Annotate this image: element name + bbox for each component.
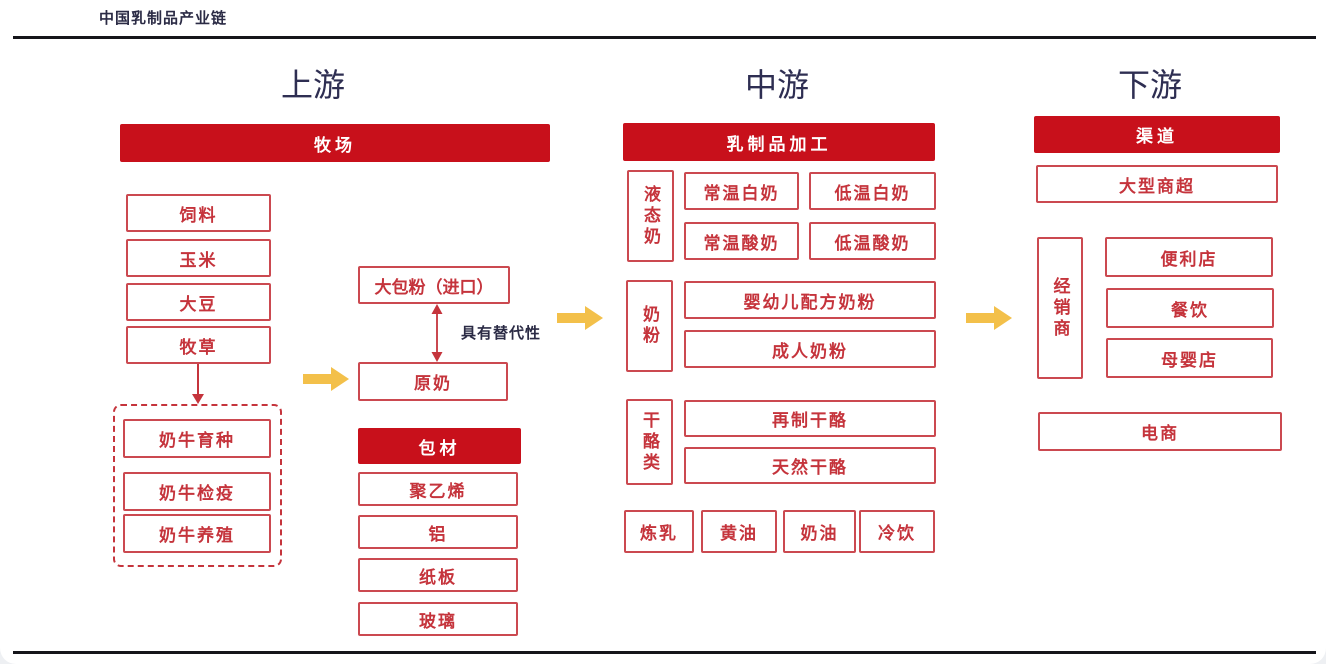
cattle-dashed-group bbox=[113, 404, 282, 567]
cattle-breeding-box: 奶牛育种 bbox=[123, 419, 271, 458]
glass-box: 玻璃 bbox=[358, 602, 518, 636]
condensed-milk-box: 炼乳 bbox=[624, 510, 694, 553]
cheese-category-box: 干酪类 bbox=[626, 399, 673, 485]
liquid-milk-category-label: 液态奶 bbox=[640, 184, 660, 248]
packaging-banner: 包材 bbox=[358, 428, 521, 464]
flow-arrow-icon bbox=[303, 367, 349, 391]
aluminum-box: 铝 bbox=[358, 515, 518, 549]
midstream-heading: 中游 bbox=[744, 66, 809, 104]
flow-arrow-icon bbox=[557, 306, 603, 330]
processing-banner: 乳制品加工 bbox=[623, 123, 935, 161]
convenience-store-box: 便利店 bbox=[1105, 237, 1273, 277]
downstream-heading: 下游 bbox=[1117, 66, 1182, 104]
distributor-category-label: 经销商 bbox=[1049, 276, 1070, 340]
farm-banner: 牧场 bbox=[120, 124, 550, 162]
bulk-powder-box: 大包粉（进口） bbox=[358, 266, 510, 304]
distributor-category-box: 经销商 bbox=[1037, 237, 1083, 379]
corn-box: 玉米 bbox=[126, 239, 271, 277]
catering-box: 餐饮 bbox=[1106, 288, 1274, 328]
double-arrow-icon bbox=[431, 304, 443, 362]
chilled-white-milk-box: 低温白奶 bbox=[809, 172, 936, 210]
page-title: 中国乳制品产业链 bbox=[99, 9, 228, 27]
liquid-milk-category-box: 液态奶 bbox=[627, 170, 674, 262]
processed-cheese-box: 再制干酪 bbox=[684, 400, 936, 437]
cattle-farming-box: 奶牛养殖 bbox=[123, 514, 271, 553]
cattle-quarantine-box: 奶牛检疫 bbox=[123, 472, 271, 511]
butter-box: 黄油 bbox=[701, 510, 777, 553]
infant-formula-box: 婴幼儿配方奶粉 bbox=[684, 281, 936, 319]
milk-powder-category-box: 奶粉 bbox=[626, 280, 673, 372]
ambient-yogurt-box: 常温酸奶 bbox=[684, 222, 799, 260]
feed-box: 饲料 bbox=[126, 194, 271, 232]
forage-box: 牧草 bbox=[126, 326, 271, 364]
top-rule bbox=[13, 36, 1316, 39]
bottom-rule bbox=[13, 651, 1316, 654]
hypermarket-box: 大型商超 bbox=[1036, 165, 1278, 203]
upstream-heading: 上游 bbox=[280, 66, 345, 104]
soybean-box: 大豆 bbox=[126, 283, 271, 321]
mother-baby-store-box: 母婴店 bbox=[1106, 338, 1273, 378]
cold-drinks-box: 冷饮 bbox=[859, 510, 935, 553]
chilled-yogurt-box: 低温酸奶 bbox=[809, 222, 936, 260]
channel-banner: 渠道 bbox=[1034, 116, 1280, 153]
natural-cheese-box: 天然干酪 bbox=[684, 447, 936, 484]
raw-milk-box: 原奶 bbox=[358, 362, 508, 401]
cream-box: 奶油 bbox=[783, 510, 856, 553]
ambient-white-milk-box: 常温白奶 bbox=[684, 172, 799, 210]
polyethylene-box: 聚乙烯 bbox=[358, 472, 518, 506]
cheese-category-label: 干酪类 bbox=[639, 410, 659, 474]
adult-milk-powder-box: 成人奶粉 bbox=[684, 330, 936, 368]
down-arrow-icon bbox=[192, 364, 204, 404]
substitute-note: 具有替代性 bbox=[461, 324, 542, 342]
cardboard-box: 纸板 bbox=[358, 558, 518, 592]
ecommerce-box: 电商 bbox=[1038, 412, 1282, 451]
milk-powder-category-label: 奶粉 bbox=[639, 305, 659, 347]
flow-arrow-icon bbox=[966, 306, 1012, 330]
